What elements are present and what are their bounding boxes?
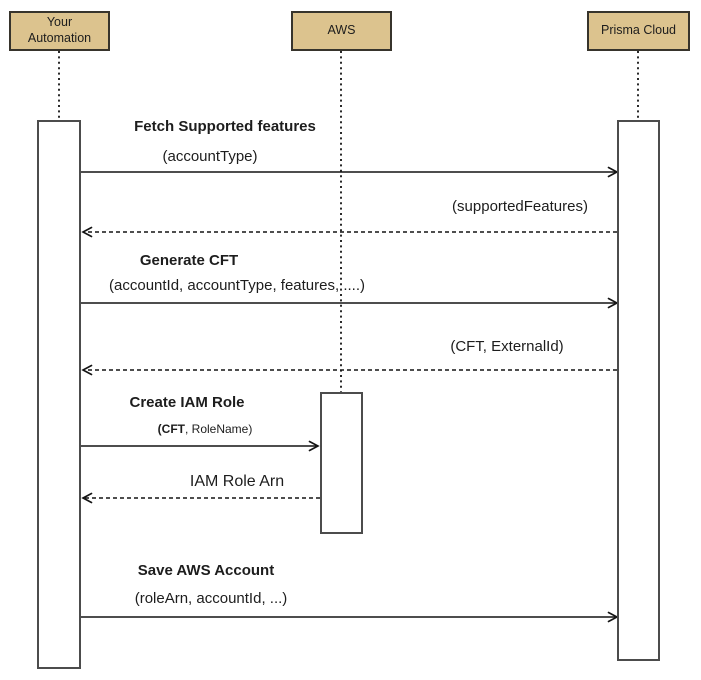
actor-aws: AWS bbox=[291, 11, 392, 51]
prisma-cloud-activation bbox=[617, 120, 660, 661]
cft-externalid-response-params-segment: (CFT, ExternalId) bbox=[450, 338, 564, 355]
create-iam-role-params: (CFT, RoleName) bbox=[158, 422, 253, 436]
fetch-supported-features-params-segment: (accountType) bbox=[162, 148, 258, 165]
save-aws-account-params-segment: (roleArn, accountId, ...) bbox=[134, 590, 288, 607]
aws-activation bbox=[320, 392, 363, 534]
actor-prisma-cloud: Prisma Cloud bbox=[587, 11, 690, 51]
cft-externalid-response-params: (CFT, ExternalId) bbox=[450, 338, 563, 355]
save-aws-account-title: Save AWS Account bbox=[137, 562, 275, 579]
generate-cft-params: (accountId, accountType, features, ....) bbox=[109, 277, 365, 294]
generate-cft-params-segment: (accountId, accountType, features, ....) bbox=[109, 277, 365, 294]
iam-role-arn-response-params: IAM Role Arn bbox=[190, 473, 284, 491]
create-iam-role-params-segment: (CFT bbox=[157, 422, 185, 436]
iam-role-arn-response-params-segment: IAM Role Arn bbox=[189, 473, 285, 490]
supported-features-response-params: (supportedFeatures) bbox=[452, 198, 588, 215]
generate-cft-title: Generate CFT bbox=[139, 252, 239, 269]
save-aws-account-params: (roleArn, accountId, ...) bbox=[135, 590, 288, 607]
fetch-supported-features-params: (accountType) bbox=[162, 148, 257, 165]
your-automation-activation bbox=[37, 120, 81, 669]
fetch-supported-features-title: Fetch Supported features bbox=[134, 118, 316, 135]
actor-your-automation: Your Automation bbox=[9, 11, 110, 51]
create-iam-role-params-segment: , RoleName) bbox=[184, 422, 253, 436]
create-iam-role-title: Create IAM Role bbox=[129, 394, 245, 411]
supported-features-response-params-segment: (supportedFeatures) bbox=[452, 198, 588, 215]
